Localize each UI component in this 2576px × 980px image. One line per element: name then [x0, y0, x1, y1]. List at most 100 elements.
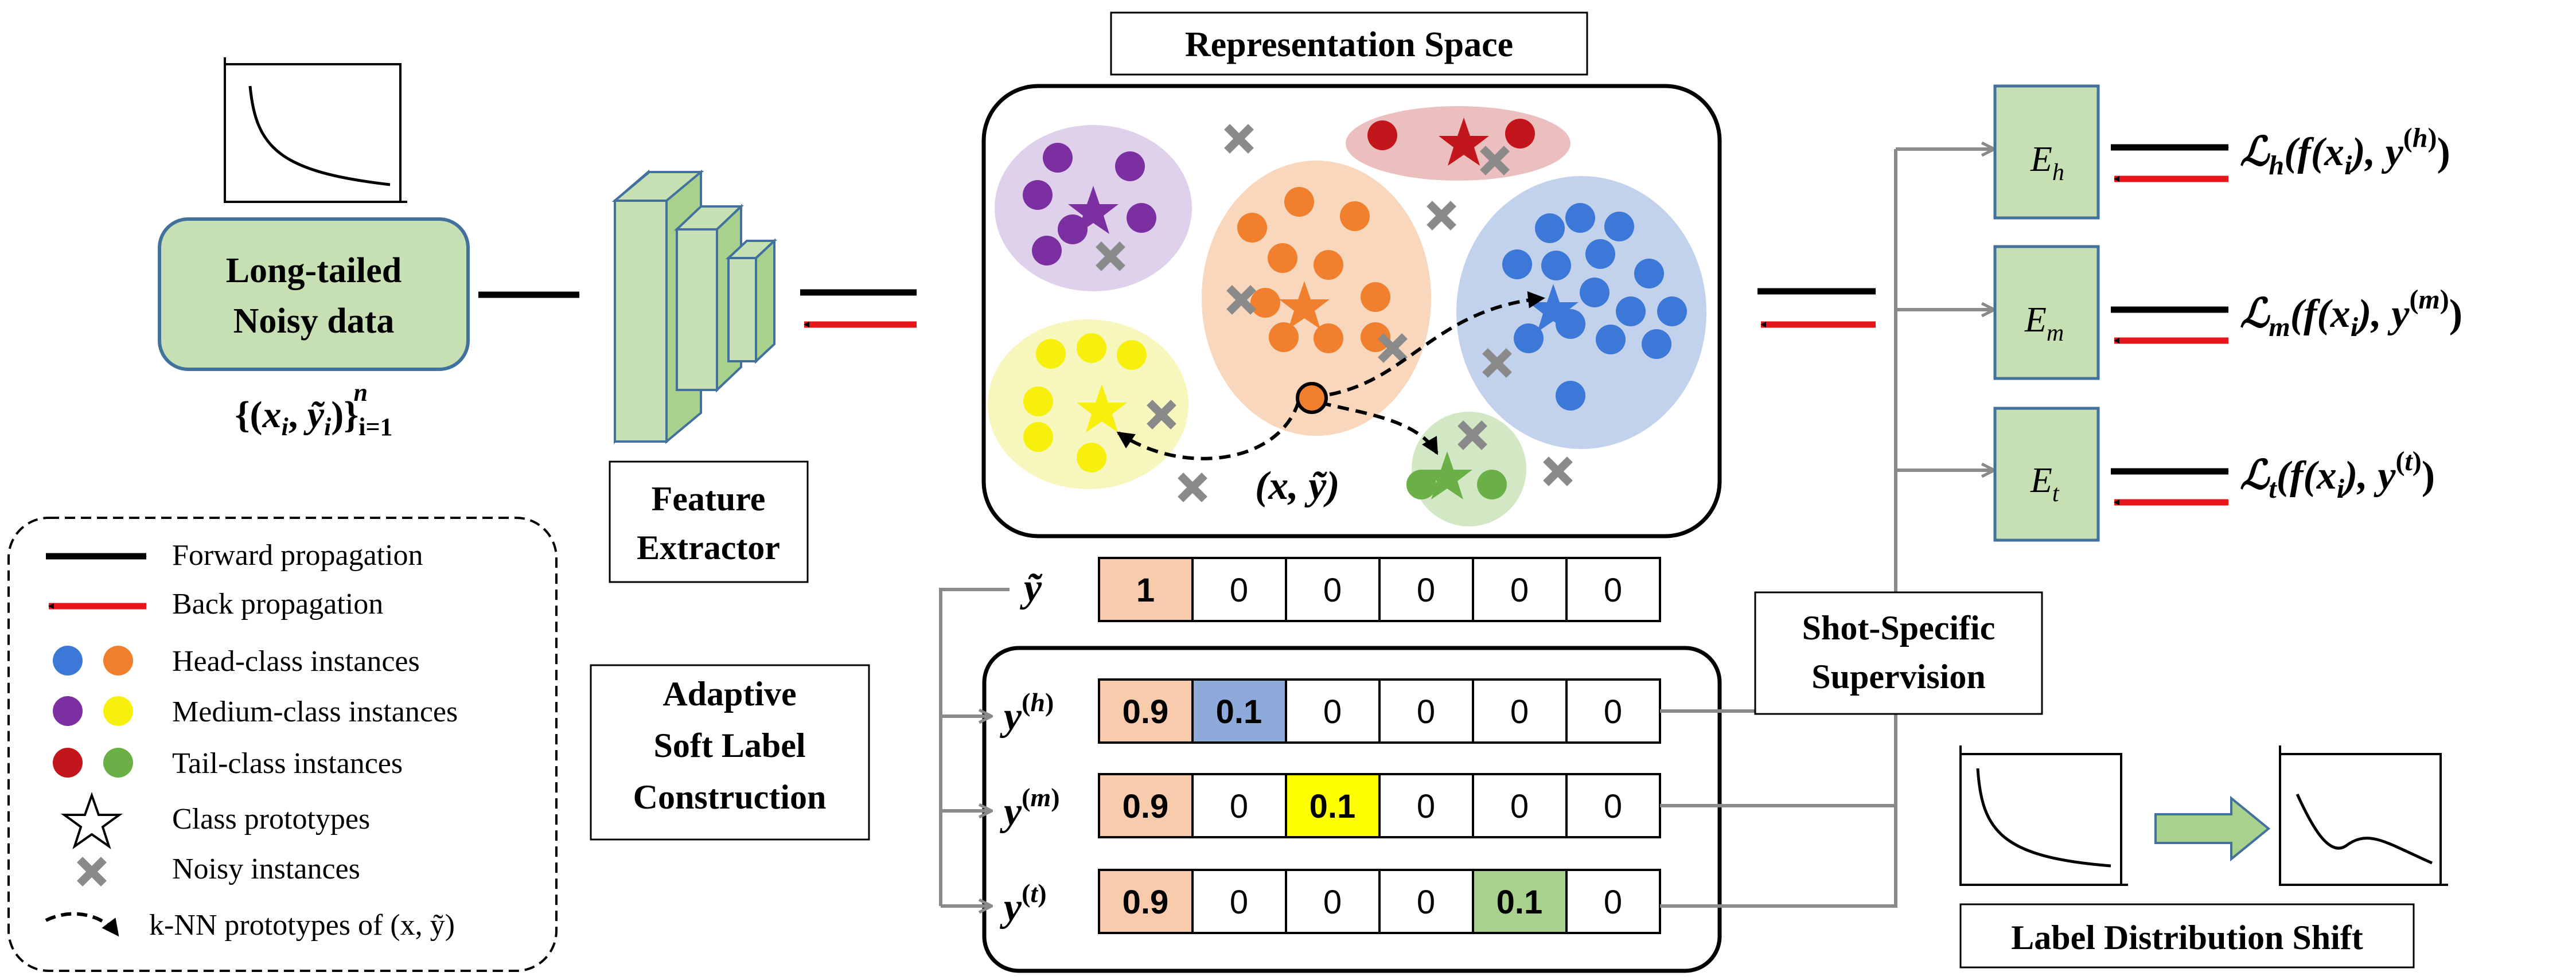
input-title-line1: Long-tailed	[226, 251, 402, 290]
expert-head: Eh	[1993, 84, 2100, 220]
legend-prototype-label: Class prototypes	[172, 803, 370, 835]
label-shift-arrow	[2154, 795, 2271, 862]
tail-cell-6: 0	[1604, 884, 1622, 921]
legend-tail-label: Tail-class instances	[172, 747, 403, 780]
adaptive-line3: Construction	[633, 778, 827, 816]
tail-cell-3: 0	[1323, 884, 1342, 921]
input-longtail-plot	[224, 57, 407, 203]
label-shift-title: Label Distribution Shift	[2011, 919, 2363, 956]
legend-medium-yellow	[103, 696, 133, 726]
expert-tail: Et	[1993, 407, 2100, 542]
noisy-cell-4: 0	[1417, 572, 1435, 609]
medium-cell-3: 0.1	[1310, 788, 1356, 825]
noisy-instances	[1096, 124, 1573, 502]
legend-noisy-label: Noisy instances	[172, 853, 360, 885]
shot-line2: Supervision	[1811, 658, 1985, 696]
tail-cell-2: 0	[1230, 884, 1248, 921]
noisy-cell-1: 1	[1136, 572, 1155, 609]
feature-extractor-label-box: Feature Extractor	[609, 460, 809, 583]
yellow-instances	[1023, 333, 1147, 473]
feature-extractor-line2: Extractor	[637, 529, 780, 567]
input-set-notation: {(xi, ỹi)}i=1n	[235, 378, 392, 441]
prototype-star-green	[1422, 451, 1472, 499]
noisy-cell-2: 0	[1230, 572, 1248, 609]
input-node: Long-tailed Noisy data	[158, 217, 470, 371]
medium-cell-5: 0	[1510, 788, 1529, 825]
legend-medium-purple	[53, 696, 83, 726]
legend-knn-label: k-NN prototypes of (x, ỹ)	[149, 909, 455, 942]
input-title-line2: Noisy data	[233, 302, 395, 341]
legend-back-label: Back propagation	[172, 588, 383, 620]
head-cell-1: 0.9	[1123, 693, 1169, 731]
representation-title-box: Representation Space	[1110, 11, 1588, 76]
head-row-label: y(h)	[1000, 688, 1054, 739]
medium-cell-4: 0	[1417, 788, 1435, 825]
prototype-star-red	[1439, 118, 1489, 166]
tail-row-label: y(t)	[1000, 879, 1047, 930]
noisy-to-soft-connectors	[939, 588, 1010, 906]
tail-label-row: y(t) 0.9 0 0 0 0.1 0	[1000, 869, 1661, 934]
head-cell-5: 0	[1510, 693, 1529, 731]
svg-text:Et: Et	[2030, 461, 2060, 507]
feature-extractor-blocks	[611, 169, 778, 444]
orange-instances	[1237, 187, 1390, 353]
medium-row-label: y(m)	[1000, 783, 1060, 834]
tail-cell-1: 0.9	[1123, 884, 1169, 921]
head-label-row: y(h) 0.9 0.1 0 0 0 0	[1000, 678, 1661, 744]
head-cell-2: 0.1	[1216, 693, 1262, 731]
label-shift-before-plot	[1959, 745, 2128, 886]
noisy-label-row: ỹ 1 0 0 0 0 0	[1020, 557, 1661, 622]
legend: Forward propagation Back propagation Hea…	[7, 517, 558, 972]
red-instances	[1367, 119, 1535, 150]
noisy-row-label: ỹ	[1020, 566, 1043, 610]
prototype-star-purple	[1068, 186, 1119, 234]
query-point	[1296, 382, 1328, 414]
shot-line1: Shot-Specific	[1802, 609, 1996, 647]
representation-title: Representation Space	[1185, 25, 1513, 64]
adaptive-soft-label-box: Adaptive Soft Label Construction	[590, 664, 870, 841]
feature-extractor-line1: Feature	[652, 480, 766, 518]
head-cell-4: 0	[1417, 693, 1435, 731]
medium-cell-2: 0	[1230, 788, 1248, 825]
medium-cell-1: 0.9	[1123, 788, 1169, 825]
loss-head: ℒh(f(xi), y(h))	[2240, 123, 2450, 181]
class-prototype-stars	[1068, 118, 1579, 499]
noisy-cell-6: 0	[1604, 572, 1622, 609]
legend-noise-icon	[77, 857, 107, 887]
cluster-blue	[1456, 176, 1706, 449]
medium-label-row: y(m) 0.9 0 0.1 0 0 0	[1000, 773, 1661, 838]
adaptive-line1: Adaptive	[662, 675, 796, 713]
legend-forward-label: Forward propagation	[172, 539, 423, 572]
prototype-star-orange	[1279, 281, 1330, 329]
legend-medium-label: Medium-class instances	[172, 696, 458, 728]
legend-head-orange	[103, 646, 133, 676]
medium-cell-6: 0	[1604, 788, 1622, 825]
label-shift-title-box: Label Distribution Shift	[1959, 903, 2415, 969]
query-point-label: (x, ỹ)	[1255, 464, 1340, 508]
blue-instances	[1502, 203, 1687, 411]
purple-instances	[1023, 143, 1156, 266]
legend-head-blue	[53, 646, 83, 676]
head-cell-3: 0	[1323, 693, 1342, 731]
label-shift-after-plot	[2279, 745, 2448, 886]
green-instances	[1406, 470, 1507, 499]
prototype-star-blue	[1528, 284, 1579, 332]
tail-cell-5: 0.1	[1497, 884, 1543, 921]
legend-head-label: Head-class instances	[172, 645, 420, 678]
legend-tail-red	[53, 748, 83, 778]
expert-loss-arrows	[2111, 144, 2229, 506]
noisy-cell-5: 0	[1510, 572, 1529, 609]
loss-medium: ℒm(f(xi), y(m))	[2240, 284, 2462, 342]
legend-star-icon	[60, 791, 123, 850]
loss-tail: ℒt(f(xi), y(t))	[2240, 446, 2435, 504]
legend-knn-dashed-arrow	[45, 912, 119, 937]
prototype-star-yellow	[1077, 384, 1127, 432]
expert-medium: Em	[1993, 245, 2100, 380]
head-cell-6: 0	[1604, 693, 1622, 731]
noisy-cell-3: 0	[1323, 572, 1342, 609]
knn-dashed-arrows	[1116, 291, 1545, 460]
legend-tail-green	[103, 748, 133, 778]
shot-specific-box: Shot-Specific Supervision	[1754, 591, 2043, 715]
